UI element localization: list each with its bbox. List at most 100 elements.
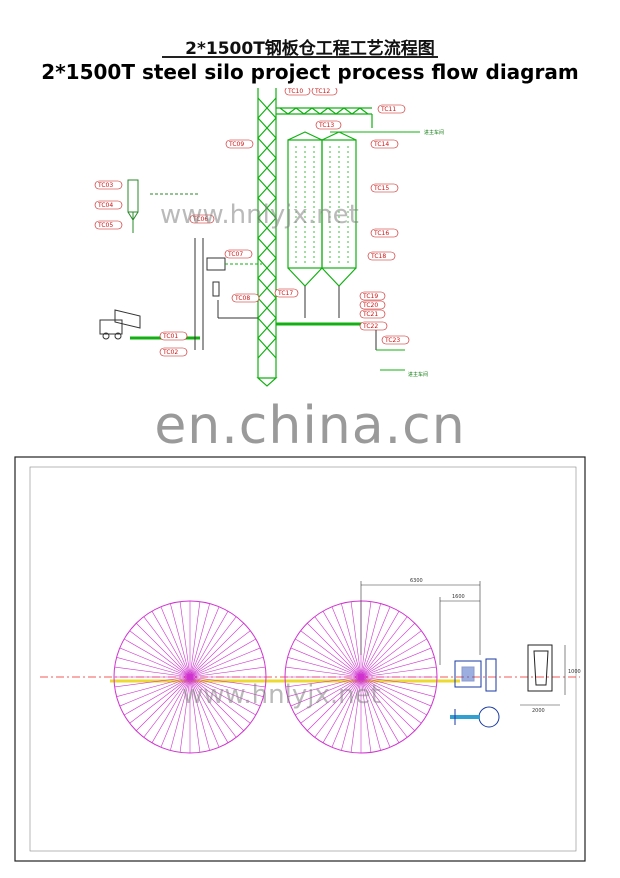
silo-spoke <box>116 657 191 678</box>
svg-text:TC07: TC07 <box>227 251 243 258</box>
watermark-url-top: www.hnlyjx.net <box>160 200 359 230</box>
silo-spoke <box>189 603 210 678</box>
silo-spoke <box>287 657 362 678</box>
silo-spoke <box>114 666 191 678</box>
svg-text:TC12: TC12 <box>314 88 330 95</box>
silo-spoke <box>360 638 427 678</box>
silo-spoke <box>285 676 362 688</box>
silo-spoke <box>189 676 264 697</box>
silo-spoke <box>189 657 264 678</box>
bottom-conveyors <box>217 286 405 371</box>
flow-label-text: TC03 TC04 TC05 TC06 TC07 TC08 TC09 TC10 … <box>97 88 444 378</box>
silo-spoke <box>360 676 408 738</box>
silo-spoke <box>189 676 266 688</box>
silo-spoke <box>341 603 362 678</box>
silo-spoke <box>360 676 381 751</box>
title-underline <box>162 56 438 58</box>
plan-inner-frame <box>29 466 577 852</box>
silo-spoke <box>189 676 237 738</box>
silo-spoke <box>189 676 229 743</box>
title-english: 2*1500T steel silo project process flow … <box>41 60 579 84</box>
watermark-site: en.china.cn <box>154 396 466 456</box>
silo-spoke <box>360 676 415 731</box>
silo-spoke <box>360 676 422 724</box>
dimension-2000: 2000 <box>532 708 545 714</box>
silo-spoke <box>360 606 391 678</box>
silo-spoke <box>170 676 191 751</box>
top-conveyor <box>276 107 420 133</box>
silo-spoke <box>360 623 415 678</box>
silo-spoke <box>360 676 437 688</box>
svg-text:TC23: TC23 <box>384 337 400 344</box>
silo-spoke <box>360 666 437 678</box>
silo-spoke <box>160 606 191 678</box>
silo-spoke <box>143 616 191 678</box>
silo-spoke <box>350 601 362 678</box>
silo-spoke <box>189 606 220 678</box>
svg-text:TC03: TC03 <box>97 182 113 189</box>
svg-text:TC10: TC10 <box>287 88 303 95</box>
svg-text:TC04: TC04 <box>97 202 113 209</box>
silo-spoke <box>119 647 191 678</box>
silo-spoke <box>290 676 362 707</box>
silo-spoke <box>307 676 362 731</box>
silo-spoke <box>360 603 381 678</box>
silo-spoke <box>295 638 362 678</box>
silo-spoke <box>124 676 191 716</box>
svg-text:TC14: TC14 <box>373 141 389 148</box>
silo-spoke <box>287 676 362 697</box>
silo-spoke <box>189 676 251 724</box>
silo-spoke <box>189 623 244 678</box>
silo-spoke <box>341 676 362 751</box>
silo-spoke <box>160 676 191 748</box>
plan-frame <box>14 456 586 862</box>
dust-collector <box>127 179 200 233</box>
svg-text:TC16: TC16 <box>373 230 389 237</box>
svg-text:TC18: TC18 <box>370 253 386 260</box>
silo-spoke <box>151 676 191 743</box>
silo-spoke <box>189 647 261 678</box>
svg-text:TC05: TC05 <box>97 222 113 229</box>
silo-spoke <box>124 638 191 678</box>
silo-spoke <box>331 606 362 678</box>
silo-spoke <box>189 638 256 678</box>
silo-spoke <box>295 676 362 716</box>
silo-spoke <box>189 611 229 678</box>
silo-spoke <box>360 676 391 748</box>
silo-spoke <box>285 666 362 678</box>
silo-spoke <box>322 611 362 678</box>
silo-spoke <box>136 623 191 678</box>
silo-spoke <box>189 676 261 707</box>
watermark-url-bottom: www.hnlyjx.net <box>182 680 381 710</box>
silo-spoke <box>119 676 191 707</box>
svg-text:TC01: TC01 <box>162 333 178 340</box>
silo-spoke <box>360 647 432 678</box>
silo-spoke <box>360 676 427 716</box>
dimension-lines <box>360 581 566 706</box>
silo-spoke <box>179 601 191 678</box>
process-flow-diagram: TC03 TC04 TC05 TC06 TC07 TC08 TC09 TC10 … <box>94 88 444 387</box>
silo-spoke <box>143 676 191 738</box>
silo-spoke <box>129 676 191 724</box>
svg-text:TC15: TC15 <box>373 185 389 192</box>
svg-text:TC13: TC13 <box>318 122 334 129</box>
flow-labels <box>94 88 410 357</box>
silo-spoke <box>170 603 191 678</box>
silo-spoke <box>114 676 191 688</box>
title-chinese: 2*1500T钢板仓工程工艺流程图 <box>185 39 435 59</box>
silo-plan-left <box>113 600 267 754</box>
silo-spoke <box>300 676 362 724</box>
svg-text:进主车间: 进主车间 <box>424 129 444 136</box>
silo-spoke <box>189 666 266 678</box>
layout-plan: 6300 1600 1000 2000 <box>14 456 586 862</box>
silo-spoke <box>189 616 237 678</box>
silo-spoke <box>322 676 362 743</box>
silo-spoke <box>360 611 400 678</box>
bucket-elevator <box>194 238 262 350</box>
silo-spoke <box>189 601 201 678</box>
dimension-1600: 1600 <box>452 594 465 600</box>
svg-text:TC02: TC02 <box>162 349 178 356</box>
silo-spoke <box>300 630 362 678</box>
silo-spoke <box>189 630 251 678</box>
lattice-tower <box>256 88 278 387</box>
